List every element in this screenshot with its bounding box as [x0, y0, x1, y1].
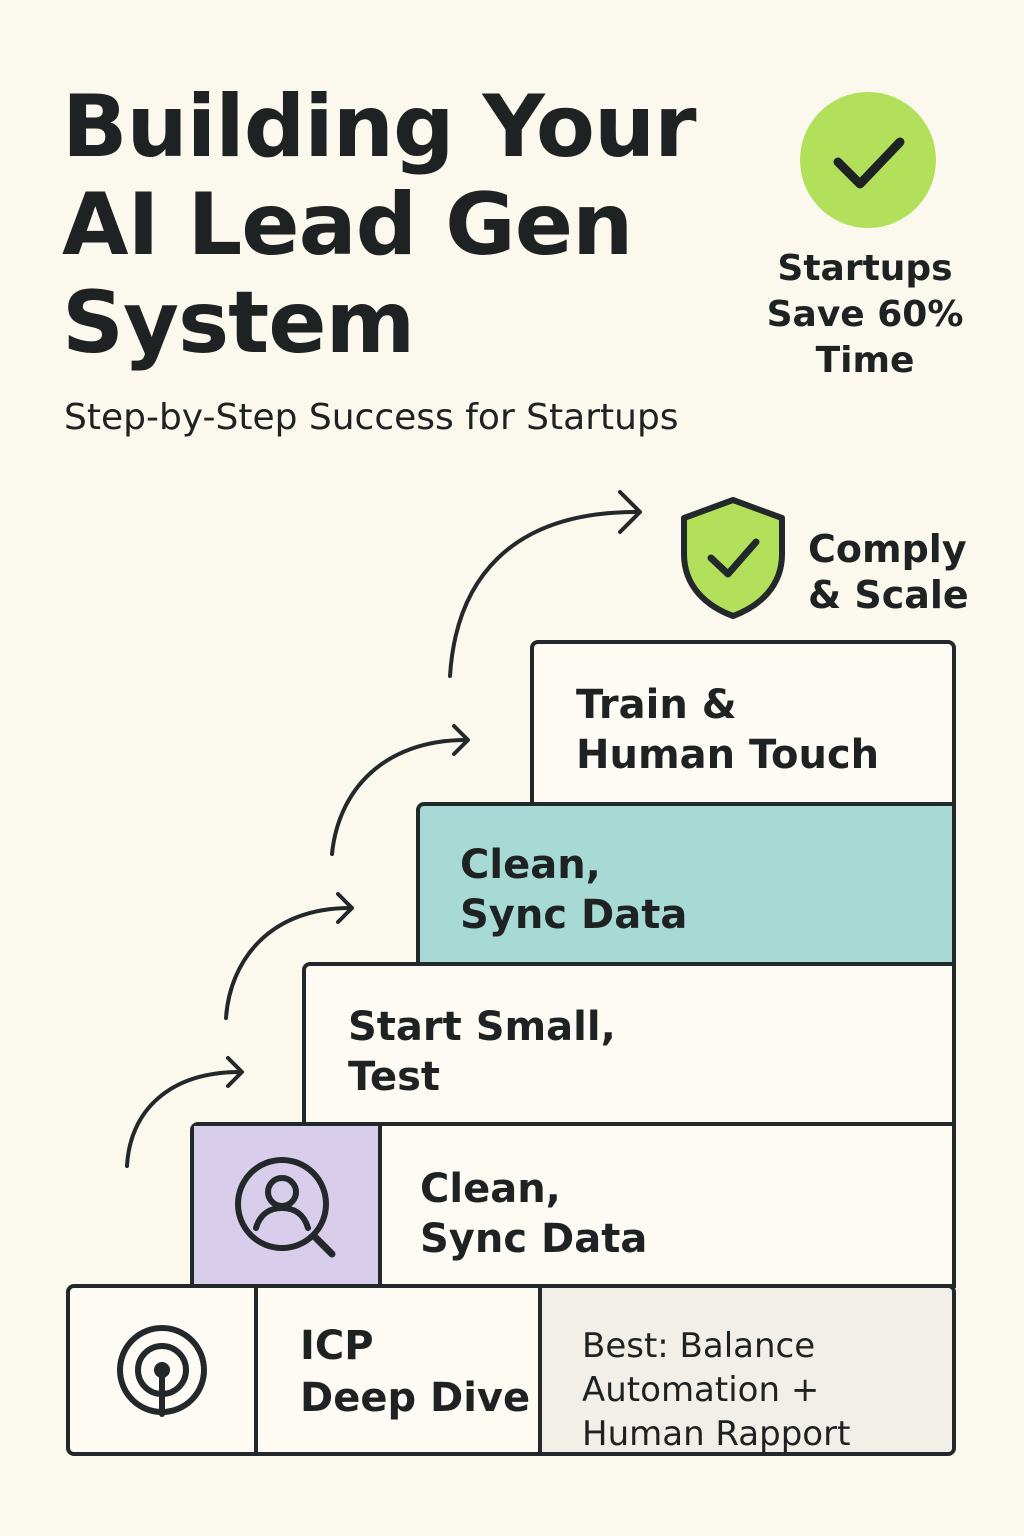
note-cell: Best: Balance Automation + Human Rapport — [538, 1288, 952, 1454]
checkmark-icon — [833, 137, 905, 189]
step-clean-sync-data-1: Clean, Sync Data — [190, 1122, 956, 1288]
page-title: Building Your AI Lead Gen System — [62, 77, 697, 373]
icon-cell — [70, 1288, 258, 1452]
step-label: Clean, Sync Data — [460, 842, 688, 938]
comply-scale-label: Comply & Scale — [808, 527, 969, 617]
step-start-small-test: Start Small, Test — [302, 962, 956, 1126]
step-label: Train & Human Touch — [576, 682, 880, 778]
arrow-3 — [330, 738, 468, 856]
arrow-1 — [125, 1070, 242, 1168]
shield-check-icon — [681, 497, 785, 619]
arrowhead-1 — [226, 1056, 244, 1088]
step-label: Clean, Sync Data — [420, 1166, 648, 1262]
user-search-icon — [235, 1157, 336, 1258]
step-icp-deep-dive: ICP Deep Dive Best: Balance Automation +… — [66, 1284, 956, 1456]
step-label: Start Small, Test — [348, 1004, 616, 1100]
arrow-2 — [224, 906, 352, 1020]
arrowhead-3 — [452, 724, 470, 756]
arrow-4 — [448, 510, 638, 678]
step-clean-sync-data-2: Clean, Sync Data — [416, 802, 956, 966]
page-subtitle: Step-by-Step Success for Startups — [64, 397, 679, 438]
savings-badge-text: Startups Save 60% Time — [766, 248, 964, 381]
best-practice-note: Best: Balance Automation + Human Rapport — [582, 1326, 851, 1454]
step-train-human-touch: Train & Human Touch — [530, 640, 956, 806]
icon-cell — [194, 1126, 382, 1284]
arrowhead-4 — [618, 490, 642, 534]
savings-badge — [800, 92, 936, 228]
target-icon — [117, 1325, 207, 1417]
arrowhead-2 — [336, 892, 354, 924]
step-label: ICP Deep Dive — [300, 1323, 531, 1421]
